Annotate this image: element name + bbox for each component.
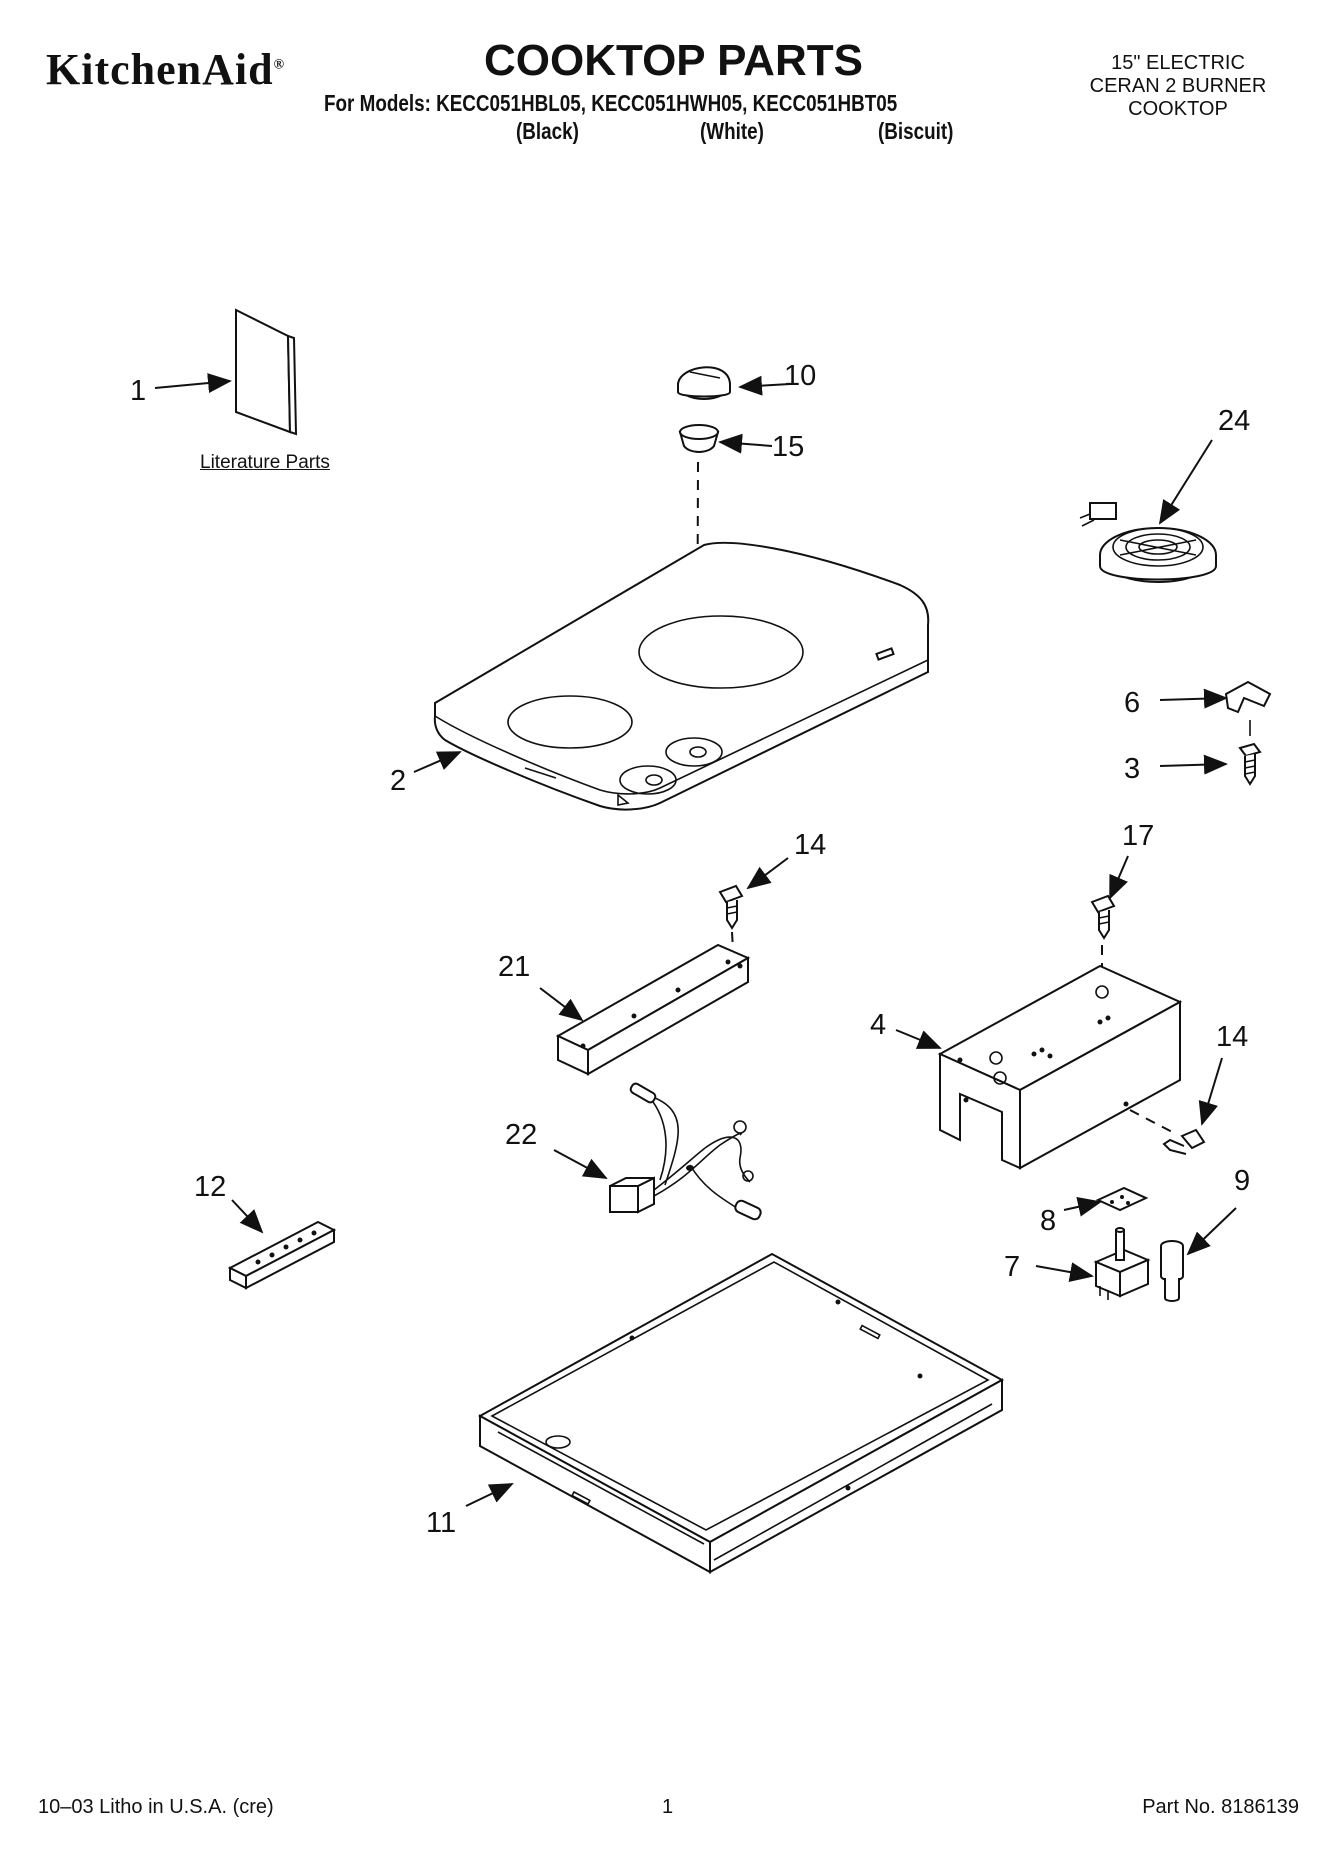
glass-cooktop	[433, 541, 930, 811]
assembly-line	[696, 461, 699, 736]
knob-bezel	[678, 424, 720, 453]
switch-spacer	[1160, 1240, 1184, 1302]
screw	[1238, 742, 1262, 786]
callout-14-right: 14	[1216, 1021, 1248, 1053]
callout-labels: 1 10 15 24 2 6 3 14 17 21 4 14 22 12 8 9…	[130, 360, 1250, 1539]
callout-15: 15	[772, 431, 804, 463]
variant-biscuit: (Biscuit)	[878, 118, 954, 144]
callout-17: 17	[1122, 820, 1154, 852]
brand-logo: KitchenAid®	[46, 44, 285, 95]
part-number: Part No. 8186139	[1142, 1796, 1299, 1818]
callout-11: 11	[426, 1507, 456, 1539]
print-info: 10–03 Litho in U.S.A. (cre)	[38, 1796, 274, 1818]
callout-24: 24	[1218, 405, 1250, 437]
models-line: For Models: KECC051HBL05, KECC051HWH05, …	[324, 90, 898, 116]
callout-14-upper: 14	[794, 829, 826, 861]
infinite-switch	[1093, 1227, 1151, 1300]
control-knob	[677, 366, 731, 400]
control-bracket	[555, 943, 751, 1076]
assembly-line	[731, 931, 734, 951]
description-line: COOKTOP	[1128, 98, 1228, 120]
description-line: 15" ELECTRIC	[1111, 52, 1245, 74]
terminal-block-cover	[937, 964, 1183, 1170]
callout-4: 4	[870, 1009, 886, 1041]
literature-booklet	[235, 308, 298, 436]
callout-6: 6	[1124, 687, 1140, 719]
radiant-element	[1079, 502, 1217, 583]
callout-3: 3	[1124, 753, 1140, 785]
literature-parts-label: Literature Parts	[200, 452, 330, 473]
callout-2: 2	[390, 765, 406, 797]
mounting-clip	[1224, 680, 1272, 736]
base-pan	[477, 1252, 1005, 1574]
callout-21: 21	[498, 951, 530, 983]
page-title: COOKTOP PARTS	[484, 36, 863, 85]
page-number: 1	[662, 1796, 674, 1818]
product-description: 15" ELECTRIC CERAN 2 BURNER COOKTOP	[1073, 52, 1283, 121]
insulator-plate	[1095, 1186, 1149, 1212]
callout-1: 1	[130, 375, 146, 407]
registered-mark: ®	[273, 57, 286, 73]
callout-10: 10	[784, 360, 816, 392]
callout-12: 12	[194, 1171, 226, 1203]
variant-black: (Black)	[516, 118, 579, 144]
callout-9: 9	[1234, 1165, 1250, 1197]
screw-upper	[718, 884, 744, 930]
callout-7: 7	[1004, 1251, 1020, 1283]
mounting-bracket	[227, 1220, 337, 1290]
screw-right	[1129, 1109, 1206, 1155]
callout-arrows	[154, 373, 1237, 1507]
wire-harness	[609, 1082, 762, 1221]
callout-8: 8	[1040, 1205, 1056, 1237]
callout-22: 22	[505, 1119, 537, 1151]
description-line: CERAN 2 BURNER	[1089, 75, 1267, 97]
brand-name: KitchenAid	[46, 45, 274, 94]
variant-white: (White)	[700, 118, 764, 144]
screw-box	[1090, 894, 1116, 940]
